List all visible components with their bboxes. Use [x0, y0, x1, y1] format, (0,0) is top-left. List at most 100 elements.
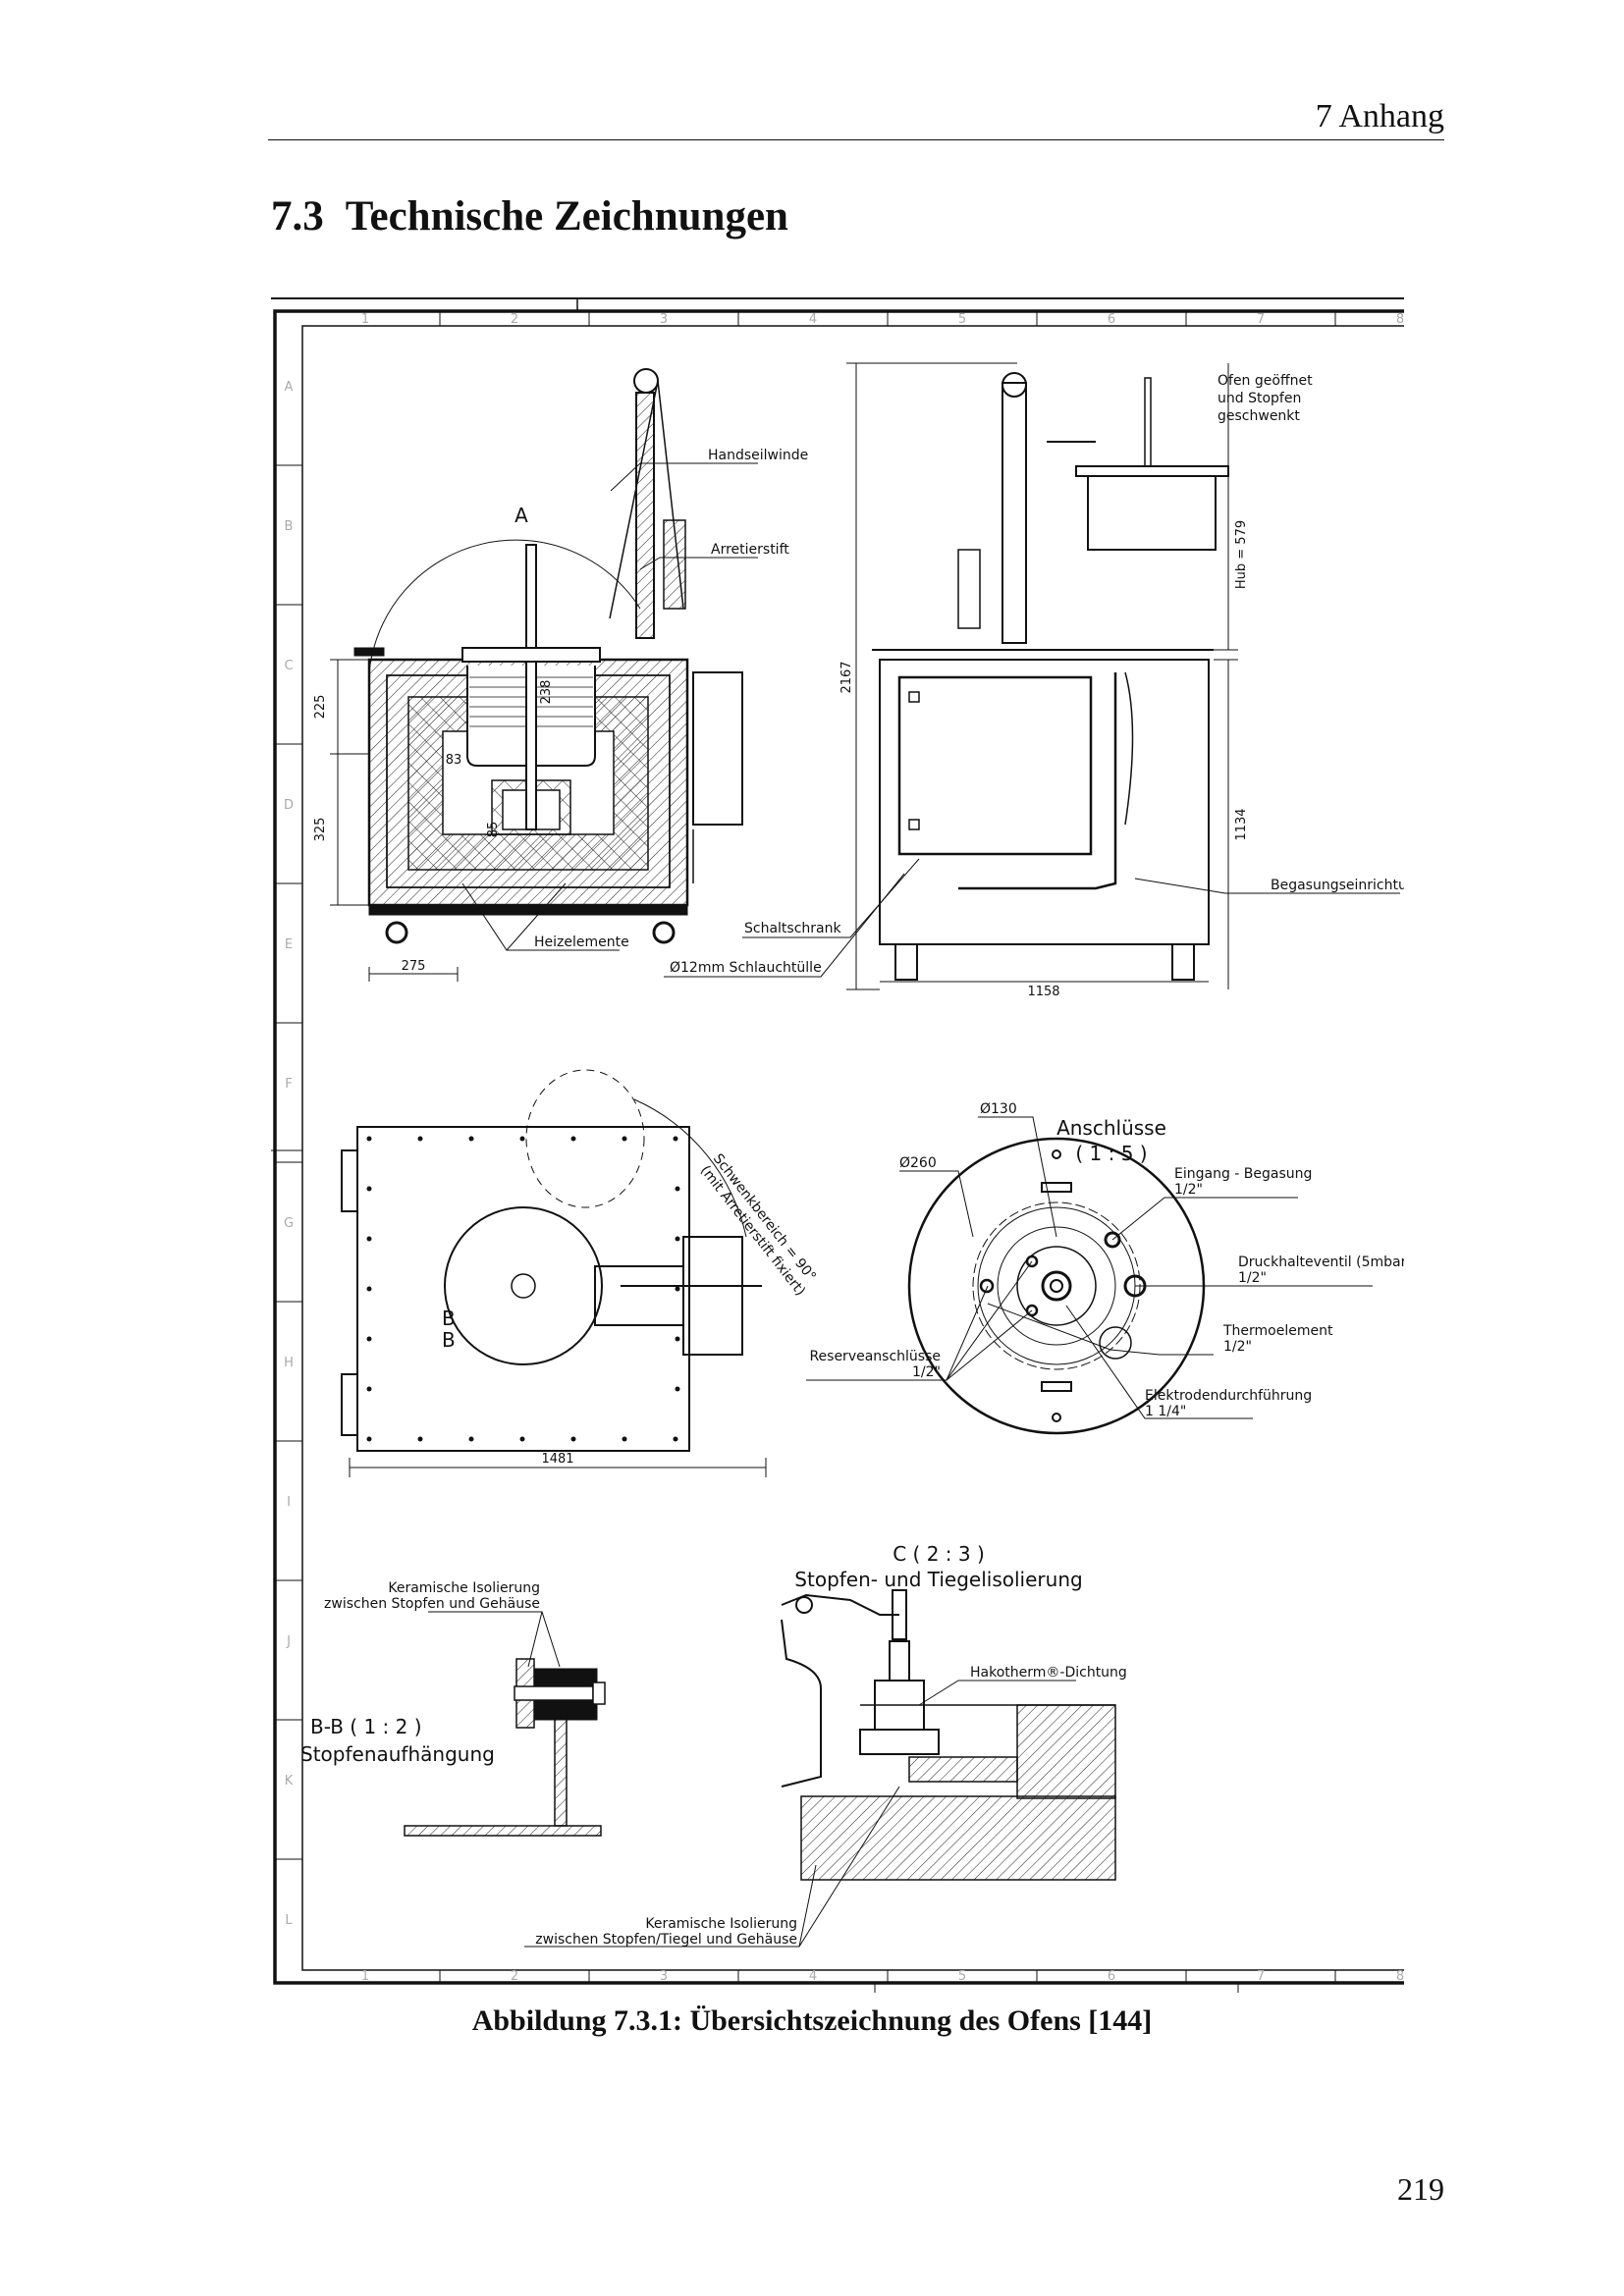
- bb-note-line-1: Keramische Isolierung: [388, 1580, 540, 1596]
- section-title: 7.3 Technische Zeichnungen: [271, 192, 788, 240]
- bolt-hole: [519, 1436, 525, 1442]
- dimension-225: 225: [313, 695, 328, 720]
- bolt-hole: [673, 1136, 678, 1142]
- col-marker: 6: [1108, 312, 1115, 327]
- dimension-hub: Hub = 579: [1234, 520, 1249, 589]
- callout-druckhalteventil-name: Druckhalteventil (5mbar): [1238, 1255, 1404, 1270]
- bolt-hole: [675, 1186, 680, 1192]
- row-grid: [275, 464, 302, 1860]
- page-number: 219: [1397, 2171, 1444, 2207]
- top-view-holes: [366, 1136, 680, 1442]
- bolt-hole: [366, 1236, 372, 1242]
- top-view: [341, 1069, 767, 1477]
- col-marker: 7: [1257, 312, 1265, 327]
- dimension-1158: 1158: [1027, 985, 1059, 999]
- connections-title: Anschlüsse: [1056, 1116, 1166, 1140]
- label-handseilwinde: Handseilwinde: [708, 448, 808, 463]
- side-view: [664, 362, 1400, 990]
- col-marker: 7: [1257, 1969, 1265, 1984]
- bolt-hole: [366, 1336, 372, 1342]
- col-marker: 6: [1108, 1969, 1115, 1984]
- col-marker: 1: [361, 1969, 369, 1984]
- drawing-frame: [271, 297, 1404, 1993]
- row-marker: A: [285, 380, 294, 395]
- col-marker: 4: [809, 312, 817, 327]
- section-marker-b1: B: [442, 1307, 456, 1330]
- detail-c-labels: C ( 2 : 3 ) Stopfen- und Tiegelisolierun…: [535, 1542, 1127, 1948]
- row-marker: H: [284, 1356, 294, 1370]
- c-note-line-2: zwischen Stopfen/Tiegel und Gehäuse: [535, 1932, 797, 1948]
- bolt-hole: [622, 1136, 627, 1142]
- side-view-labels: Ofen geöffnet und Stopfen geschwenkt Sch…: [670, 373, 1404, 999]
- col-marker: 5: [958, 1969, 966, 1984]
- col-marker: 2: [511, 312, 518, 327]
- running-head: 7 Anhang: [268, 94, 1444, 140]
- bolt-hole: [366, 1436, 372, 1442]
- bolt-hole: [673, 1436, 678, 1442]
- figure-caption: Abbildung 7.3.1: Übersichtszeichnung des…: [471, 2004, 1153, 2037]
- bolt-hole: [519, 1136, 525, 1142]
- detail-bb: [404, 1611, 606, 1837]
- label-schaltschrank: Schaltschrank: [744, 921, 841, 936]
- column-grid: [439, 311, 1336, 1983]
- bolt-hole: [366, 1136, 372, 1142]
- section-number: 7.3: [271, 193, 324, 240]
- bolt-hole: [622, 1436, 627, 1442]
- connections-view: [806, 1116, 1373, 1435]
- bolt-hole: [570, 1436, 576, 1442]
- row-marker: E: [285, 937, 293, 952]
- c-note-line-1: Keramische Isolierung: [645, 1916, 797, 1932]
- c-seal-label: Hakotherm®-Dichtung: [970, 1665, 1127, 1681]
- dimension-d130: Ø130: [980, 1101, 1017, 1117]
- bolt-hole: [675, 1386, 680, 1392]
- dimension-85: 85: [486, 822, 501, 838]
- callout-reserve-name: Reserveanschlüsse: [809, 1349, 941, 1364]
- bolt-hole: [675, 1236, 680, 1242]
- swing-note-line-2: (mit Arretierstift fixiert): [697, 1163, 808, 1300]
- callout-thermoelement-name: Thermoelement: [1222, 1323, 1333, 1339]
- drawing-canvas: 1 2 3 4 5 6 7 8 1 2 3 4 5 6 7 8 A B C D …: [271, 297, 1404, 1993]
- bb-title: B-B ( 1 : 2 ): [310, 1715, 422, 1738]
- row-marker: I: [287, 1495, 291, 1510]
- bolt-hole: [417, 1136, 423, 1142]
- col-marker: 3: [660, 312, 668, 327]
- note-open-line-3: geschwenkt: [1218, 408, 1300, 424]
- callout-reserve-size: 1/2": [912, 1364, 941, 1380]
- callout-begasung-size: 1/2": [1174, 1182, 1203, 1198]
- note-open-line-2: und Stopfen: [1218, 391, 1301, 406]
- bolt-hole: [468, 1136, 474, 1142]
- callout-thermoelement-size: 1/2": [1223, 1339, 1252, 1355]
- connections-view-labels: Anschlüsse ( 1 : 5 ) Ø130 Ø260 Eingang -…: [809, 1101, 1404, 1419]
- label-arretierstift: Arretierstift: [711, 542, 789, 558]
- callout-elektrode-size: 1 1/4": [1145, 1404, 1186, 1419]
- c-subtitle: Stopfen- und Tiegelisolierung: [794, 1568, 1082, 1591]
- row-marker: J: [286, 1634, 291, 1649]
- bolt-hole: [366, 1186, 372, 1192]
- section-title-text: Technische Zeichnungen: [345, 193, 788, 240]
- dimension-1134: 1134: [1234, 808, 1249, 840]
- callout-druckhalteventil-size: 1/2": [1238, 1270, 1267, 1286]
- dimension-d260: Ø260: [899, 1155, 937, 1171]
- bolt-hole: [570, 1136, 576, 1142]
- bb-subtitle: Stopfenaufhängung: [300, 1742, 495, 1766]
- row-marker: D: [284, 798, 294, 813]
- top-view-labels: Schwenkbereich = 90° (mit Arretierstift …: [442, 1151, 819, 1467]
- dimension-83: 83: [446, 753, 462, 768]
- section-marker-b2: B: [442, 1328, 456, 1352]
- swing-note-line-1: Schwenkbereich = 90°: [710, 1151, 819, 1285]
- callout-begasung-name: Eingang - Begasung: [1174, 1166, 1312, 1182]
- bb-note-line-2: zwischen Stopfen und Gehäuse: [324, 1596, 540, 1612]
- label-heizelemente: Heizelemente: [534, 934, 629, 950]
- dimension-1481: 1481: [541, 1452, 573, 1467]
- row-marker: C: [284, 659, 293, 673]
- bolt-hole: [366, 1286, 372, 1292]
- label-begasung: Begasungseinrichtung: [1271, 878, 1404, 893]
- row-markers: A B C D E F G H I J K L: [284, 380, 294, 1928]
- detail-bb-labels: Keramische Isolierung zwischen Stopfen u…: [300, 1580, 540, 1766]
- c-title: C ( 2 : 3 ): [893, 1542, 985, 1566]
- section-view: [330, 368, 758, 982]
- detail-c: [524, 1589, 1116, 1948]
- col-marker: 8: [1396, 312, 1404, 327]
- connections-scale: ( 1 : 5 ): [1075, 1142, 1147, 1165]
- running-head-text: 7 Anhang: [1315, 98, 1444, 134]
